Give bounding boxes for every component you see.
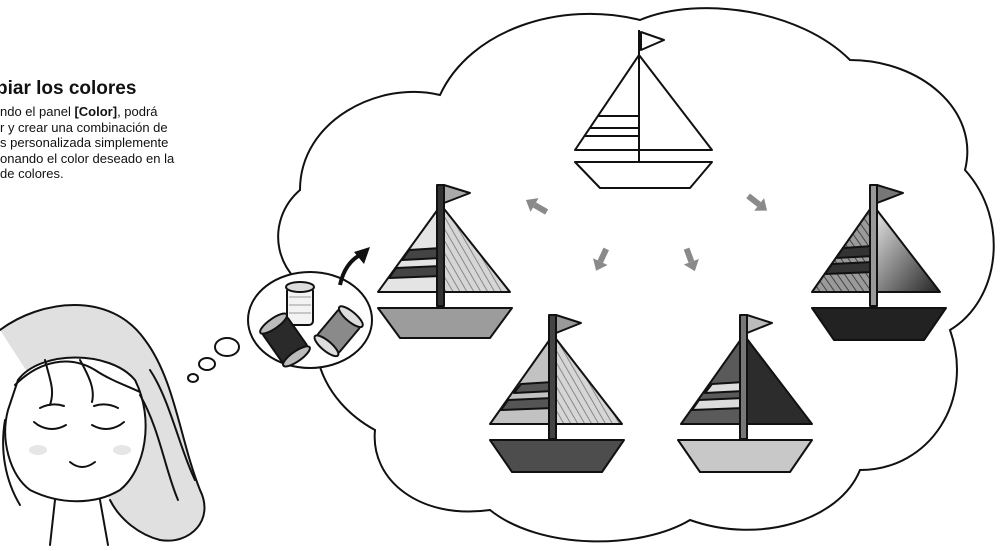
section-title: biar los colores bbox=[0, 78, 137, 99]
boat-variant-light bbox=[377, 184, 513, 339]
boat-variant-mid bbox=[489, 314, 625, 473]
boat-variant-dark-right bbox=[811, 184, 947, 341]
boat-variant-dark bbox=[677, 314, 813, 473]
text-line-4: onando el color deseado en la bbox=[0, 150, 175, 166]
thread-spool-white bbox=[285, 281, 315, 326]
curved-arrow-head bbox=[354, 247, 370, 264]
thread-spool-black bbox=[259, 312, 311, 368]
instruction-text: ndo el panel [Color], podrá r y crear un… bbox=[0, 104, 270, 182]
thought-bubble-small bbox=[187, 373, 199, 383]
boat-original bbox=[574, 30, 713, 189]
gray-arrows bbox=[525, 193, 768, 272]
color-panel-label: [Color] bbox=[74, 104, 118, 119]
thought-bubble-medium bbox=[198, 357, 216, 371]
text-line-3: s personalizada simplemente bbox=[0, 135, 169, 150]
thought-bubble-large bbox=[214, 337, 240, 357]
thought-cloud bbox=[277, 7, 995, 543]
woman-character bbox=[0, 304, 206, 546]
text-line-1: ndo el panel [Color], podrá bbox=[0, 104, 158, 119]
thread-spool-gray bbox=[313, 305, 364, 358]
text-line-2: r y crear una combinación de bbox=[0, 119, 168, 135]
text-line-5: de colores. bbox=[0, 166, 64, 181]
